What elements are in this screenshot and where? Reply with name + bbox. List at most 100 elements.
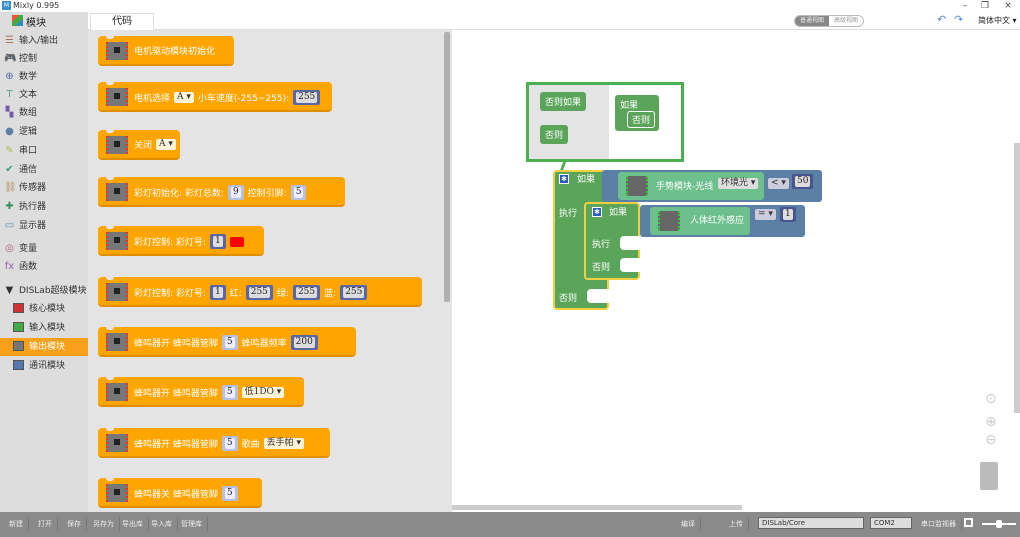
- led-count-input[interactable]: 9: [230, 187, 241, 198]
- mutator-elseif-block[interactable]: 否则如果: [540, 92, 587, 111]
- normal-view-button[interactable]: 普通视图: [795, 16, 830, 26]
- sidebar-subitem-3[interactable]: 通讯模块: [0, 357, 88, 375]
- pir-compare-block[interactable]: 人体红外感应 = ▾ 1: [640, 205, 805, 237]
- led-color-block[interactable]: 彩灯控制: 彩灯号:1: [98, 226, 264, 256]
- operator-dropdown[interactable]: < ▾: [768, 178, 789, 189]
- window-title: Mixly 0.995: [13, 1, 60, 10]
- advanced-view-button[interactable]: 高级视图: [829, 16, 864, 26]
- zoom-slider[interactable]: [982, 520, 1016, 528]
- motor-init-block[interactable]: 电机驱动模块初始化: [98, 36, 234, 66]
- sidebar-item-serial[interactable]: ✎串口: [0, 142, 88, 160]
- control-icon: 🎮: [4, 53, 17, 64]
- sidebar-item-control[interactable]: 🎮控制: [0, 50, 88, 68]
- pin-input[interactable]: 5: [224, 337, 235, 348]
- view-toggle[interactable]: 普通视图 高级视图: [794, 15, 865, 27]
- sidebar-item-array[interactable]: ▚数组: [0, 104, 88, 122]
- sidebar-item-math[interactable]: ⊕数学: [0, 68, 88, 86]
- tone-dropdown[interactable]: 低1DO ▾: [241, 387, 285, 398]
- speed-input[interactable]: 255: [296, 92, 318, 103]
- sidebar-subitem-2[interactable]: 输出模块: [0, 338, 88, 356]
- threshold-input[interactable]: 50: [795, 176, 811, 187]
- motor-dropdown[interactable]: A ▾: [174, 92, 194, 103]
- close-button[interactable]: ×: [1004, 1, 1012, 11]
- bottom-button-2[interactable]: 保存: [62, 517, 87, 531]
- bottom-button-1[interactable]: 打开: [33, 517, 58, 531]
- bottom-button-6[interactable]: 管理库: [176, 517, 208, 531]
- light-dropdown[interactable]: 环境光 ▾: [718, 178, 759, 189]
- restore-button[interactable]: ❐: [980, 1, 990, 11]
- frequency-input[interactable]: 200: [293, 337, 315, 348]
- sidebar-item-label: 数学: [19, 72, 38, 82]
- else-slot[interactable]: [620, 258, 642, 272]
- green-input[interactable]: 255: [295, 287, 318, 298]
- blue-input[interactable]: 255: [343, 287, 365, 298]
- compile-button[interactable]: 编译: [676, 517, 701, 531]
- mutator-if-block[interactable]: 如果 否则: [615, 95, 659, 131]
- sidebar-item-label: 逻辑: [19, 127, 38, 137]
- gear-icon[interactable]: ✱: [592, 207, 602, 217]
- workspace-horizontal-scrollbar[interactable]: [452, 505, 742, 510]
- sidebar-item-comm[interactable]: ✔通信: [0, 161, 88, 179]
- workspace-vertical-scrollbar[interactable]: [1014, 143, 1020, 413]
- light-compare-block[interactable]: 手势模块-光线 环境光 ▾ < ▾ 50: [602, 170, 822, 202]
- fullscreen-icon[interactable]: [964, 518, 973, 527]
- undo-icon[interactable]: ↶: [937, 13, 947, 26]
- bottom-button-0[interactable]: 新建: [4, 517, 29, 531]
- sidebar-subitem-0[interactable]: 核心模块: [0, 300, 88, 318]
- bottom-button-4[interactable]: 导出库: [117, 517, 149, 531]
- sidebar-group-dislab[interactable]: ▼DISLab超级模块: [0, 282, 88, 300]
- sidebar-item-sensor[interactable]: ⛓传感器: [0, 179, 88, 197]
- serial-monitor-button[interactable]: 串口监视器: [916, 517, 962, 531]
- sidebar-item-variable[interactable]: ◎变量: [0, 240, 88, 258]
- bottom-button-5[interactable]: 导入库: [146, 517, 178, 531]
- red-input[interactable]: 255: [248, 287, 270, 298]
- pir-sensor-block[interactable]: 人体红外感应: [650, 207, 750, 235]
- board-select[interactable]: DISLab/Core: [758, 517, 864, 529]
- pin-input[interactable]: 5: [224, 488, 235, 499]
- bottom-button-3[interactable]: 另存为: [88, 517, 120, 531]
- sidebar-item-actuator[interactable]: ✚执行器: [0, 198, 88, 216]
- pin-input[interactable]: 5: [224, 438, 235, 449]
- zoom-in-icon[interactable]: ⊕: [985, 414, 997, 430]
- do-slot[interactable]: [620, 236, 642, 250]
- operator-dropdown[interactable]: = ▾: [755, 209, 776, 220]
- upload-button[interactable]: 上传: [724, 517, 749, 531]
- led-index-input[interactable]: 1: [212, 236, 223, 247]
- led-index-input[interactable]: 1: [212, 287, 223, 298]
- flyout-scrollbar[interactable]: [444, 32, 450, 302]
- pin-input[interactable]: 5: [293, 187, 304, 198]
- pin-input[interactable]: 5: [224, 387, 235, 398]
- redo-icon[interactable]: ↷: [954, 13, 964, 26]
- else-slot[interactable]: [587, 289, 609, 303]
- gear-icon[interactable]: ✱: [559, 174, 569, 184]
- zoom-out-icon[interactable]: ⊖: [985, 432, 997, 448]
- trash-icon[interactable]: [980, 462, 998, 490]
- center-icon[interactable]: ⊙: [985, 391, 997, 407]
- color-picker[interactable]: [229, 236, 244, 247]
- port-select[interactable]: COM2: [870, 517, 912, 529]
- tab-modules[interactable]: 模块: [0, 12, 88, 30]
- sidebar-item-display[interactable]: ▭显示器: [0, 217, 88, 235]
- sidebar-item-logic[interactable]: ●逻辑: [0, 123, 88, 141]
- language-select[interactable]: 简体中文 ▾: [978, 16, 1017, 25]
- value-input[interactable]: 1: [783, 209, 793, 220]
- minimize-button[interactable]: –: [962, 1, 968, 11]
- motor-dropdown[interactable]: A ▾: [156, 139, 176, 150]
- song-dropdown[interactable]: 丢手帕 ▾: [263, 438, 305, 449]
- sidebar-subitem-1[interactable]: 输入模块: [0, 319, 88, 337]
- mutator-if-else-slot[interactable]: 否则: [627, 111, 656, 128]
- mutator-else-block[interactable]: 否则: [540, 125, 569, 144]
- gesture-light-block[interactable]: 手势模块-光线 环境光 ▾: [618, 172, 764, 200]
- sidebar-item-io[interactable]: ☰输入/输出: [0, 32, 88, 50]
- tab-code[interactable]: 代码: [90, 13, 154, 30]
